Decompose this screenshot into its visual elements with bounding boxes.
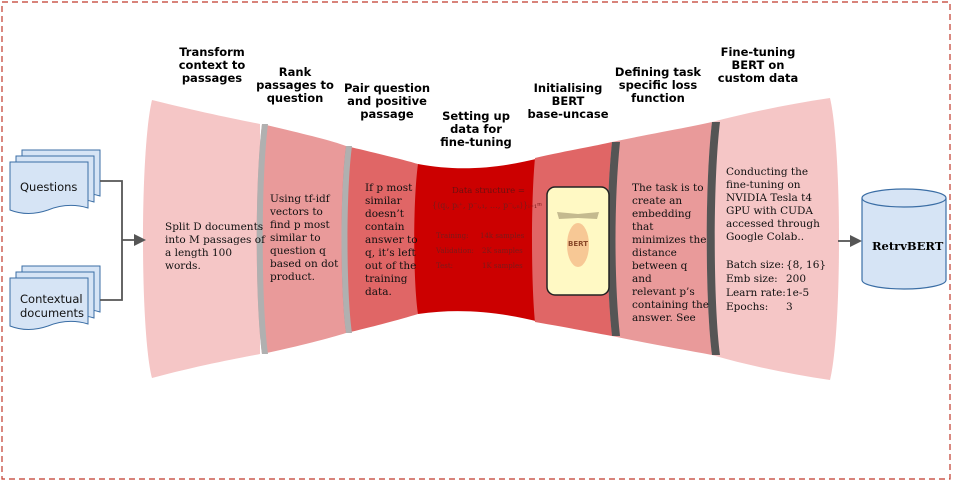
output-arrowhead (850, 235, 862, 247)
input-connector (100, 180, 136, 301)
bert-face (567, 223, 589, 267)
stage-4-shape (414, 158, 540, 322)
hp-lr-name: Learn rate: (726, 287, 786, 299)
stage-1-text: Split D documents into M passages of a l… (165, 221, 265, 272)
stage-7-title: Fine-tuning BERT on custom data (717, 45, 799, 85)
stage-3-shape (341, 146, 418, 333)
input-arrowhead (134, 234, 146, 246)
stage-3-edge (341, 146, 352, 333)
stage-3-text: If p most similar doesn’t contain answer… (365, 182, 418, 298)
contextual-documents-label: Contextual documents (20, 292, 85, 320)
contextual-doc-stack (9, 265, 101, 330)
stage-7-edge (706, 122, 720, 355)
stage-2-text: Using tf-idf vectors to find p most simi… (270, 193, 339, 283)
split-test-name: Test: (436, 262, 454, 270)
questions-label: Questions (20, 180, 78, 194)
stage-5-title: Initialising BERT base-uncase (527, 81, 609, 121)
split-validation-name: Validation: (436, 247, 474, 255)
stage-1-title: Transform context to passages (178, 45, 246, 85)
retrvbert-label: RetrvBERT (872, 239, 944, 253)
stage-6-edge (607, 142, 620, 336)
hp-epochs-value: 3 (786, 301, 793, 313)
hp-lr-value: 1e-5 (786, 287, 810, 299)
split-training-value: 14k samples (480, 232, 525, 240)
hp-epochs-name: Epochs: (726, 301, 769, 313)
hp-batch-value: {8, 16} (786, 259, 827, 271)
stage-1-shape (143, 100, 260, 378)
stage-2-shape (256, 124, 346, 354)
hp-batch-name: Batch size: (726, 259, 785, 271)
stage-2-title: Rank passages to question (256, 65, 334, 105)
stage-7-shape (706, 98, 839, 380)
split-test-value: 1K samples (482, 262, 523, 270)
retrvbert-database (861, 188, 947, 290)
bert-face-brow (557, 212, 599, 219)
bert-card-label: BERT (568, 240, 588, 248)
questions-doc-stack (9, 149, 101, 214)
data-structure-label: Data structure = (452, 186, 525, 196)
stage-2-edge (256, 124, 268, 354)
stage-7-text: Conducting the fine-tuning on NVIDIA Tes… (726, 166, 820, 243)
stage-6-text: The task is to create an embedding that … (632, 182, 709, 324)
stage-6-title: Defining task specific loss function (614, 65, 702, 105)
stage-6-shape (607, 122, 712, 355)
stage-4-title: Setting up data for fine-tuning (440, 109, 512, 149)
stage-3-title: Pair question and positive passage (343, 81, 431, 121)
split-validation-value: 2K samples (482, 247, 523, 255)
data-structure-formula: {⟨qᵢ, pᵢ⁺, p⁻ᵢ,₁, …, p⁻ᵢ,ₙ⟩}ᵢ₌₁ᵐ (432, 201, 543, 210)
hp-emb-name: Emb size: (726, 273, 778, 285)
split-training-name: Training: (436, 232, 469, 240)
hp-emb-value: 200 (786, 273, 807, 285)
